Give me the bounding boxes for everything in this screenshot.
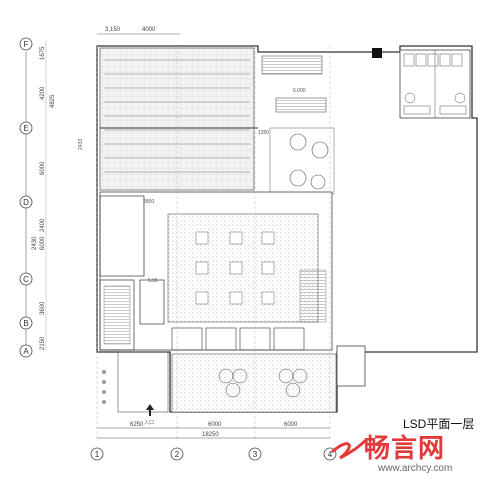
dim-label-2433: 2433	[78, 139, 84, 150]
grid-row-c-label: C	[23, 275, 29, 284]
grid-col-2-label: 2	[175, 450, 180, 459]
entrance-label: 入口	[144, 420, 154, 426]
grid-row-d-label: D	[23, 198, 29, 207]
grid-row-f-label: F	[24, 40, 29, 49]
stair-upper	[261, 55, 323, 75]
watermark-swoosh-icon	[331, 438, 368, 460]
dim-label-2800: 2800	[143, 199, 154, 205]
grid-row-markers: F E D C B A	[19, 37, 33, 358]
row-dim-9: 2150	[40, 336, 46, 350]
grid-col-markers: 1 2 3 4	[90, 447, 337, 461]
total-width: 18250	[202, 432, 219, 438]
entrance-court	[171, 353, 337, 413]
bottom-dim-1: 6250	[130, 422, 144, 428]
main-dining-hall	[167, 213, 319, 323]
row-dim-3: 4200	[40, 86, 46, 100]
decorative-pattern	[218, 368, 308, 398]
grid-row-b-label: B	[23, 319, 28, 328]
square-tables	[195, 231, 275, 305]
grid-row-e: E	[19, 121, 33, 135]
top-dim-2: 4000	[142, 27, 156, 33]
row-dim-2: 4825	[50, 94, 56, 108]
stair-mid	[275, 97, 327, 113]
row-dim-8: 3600	[40, 301, 46, 315]
row-dimensions: 1675 4825 4200 6000 2430 2400 6000 3600 …	[32, 46, 56, 350]
watermark-url: www.archcy.com	[378, 463, 453, 474]
grid-row-e-label: E	[23, 124, 28, 133]
entrance-arrow-icon	[146, 404, 154, 416]
elevation-2: 5.95	[148, 278, 158, 284]
grid-col-2: 2	[170, 447, 184, 461]
row-dim-1: 1675	[40, 46, 46, 60]
round-tables	[289, 133, 329, 190]
grid-col-1-label: 1	[95, 450, 100, 459]
grid-row-a: A	[19, 344, 33, 358]
grid-row-b: B	[19, 316, 33, 330]
bottom-dim-3: 6000	[284, 422, 298, 428]
row-dim-4: 6000	[40, 161, 46, 175]
plaza-trees	[102, 370, 106, 404]
grid-row-f: F	[19, 37, 33, 51]
stair-lower-right	[299, 269, 327, 323]
bottom-dim-2: 6000	[208, 422, 222, 428]
grid-row-a-label: A	[23, 347, 29, 356]
stair-lower-left	[103, 285, 131, 345]
top-dim-1: 3,150	[105, 27, 121, 33]
row-dim-5: 2430	[32, 236, 38, 250]
grid-row-d: D	[19, 195, 33, 209]
dim-label-1350: 1350	[258, 130, 269, 136]
column-mark	[372, 48, 382, 58]
elevation-1: 6.000	[293, 88, 306, 94]
grid-col-1: 1	[90, 447, 104, 461]
watermark-logo: 畅言网	[364, 434, 446, 463]
row-dim-7: 6000	[40, 236, 46, 250]
grid-col-3-label: 3	[253, 450, 258, 459]
grid-row-c: C	[19, 272, 33, 286]
grid-col-4-label: 4	[328, 450, 333, 459]
grid-col-3: 3	[248, 447, 262, 461]
row-dim-6: 2400	[40, 218, 46, 232]
drawing-title: LSD平面一层	[403, 417, 475, 431]
